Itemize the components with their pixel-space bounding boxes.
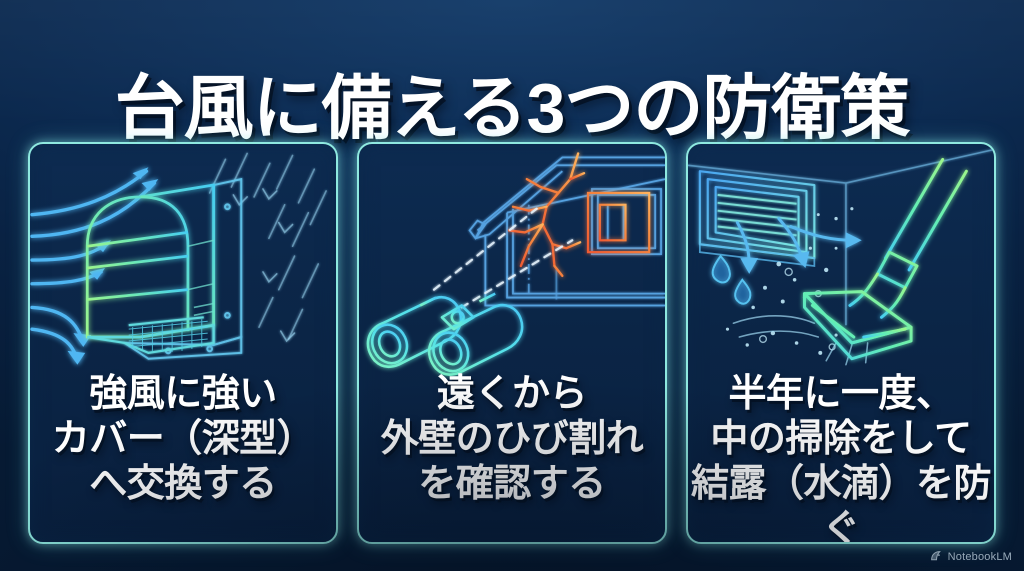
card-caption: 強風に強い カバー（深型） へ交換する — [51, 373, 315, 505]
card-caption: 遠くから 外壁のひび割れ を確認する — [380, 373, 644, 505]
watermark-label: NotebookLM — [947, 550, 1012, 563]
vacuum-cleaning-vent-condensation-icon — [688, 148, 994, 380]
watermark: NotebookLM — [930, 550, 1012, 563]
binoculars-wall-crack-inspection-icon — [359, 148, 665, 380]
card-vent-cleaning[interactable]: 半年に一度、 中の掃除をして 結露（水滴）を防ぐ — [686, 142, 996, 544]
card-wind-cover[interactable]: 強風に強い カバー（深型） へ交換する — [28, 142, 338, 544]
card-crack-inspection[interactable]: 遠くから 外壁のひび割れ を確認する — [357, 142, 667, 544]
page-title: 台風に備える3つの防衛策 — [114, 68, 911, 147]
card-grid: 強風に強い カバー（深型） へ交換する — [28, 142, 996, 544]
notebooklm-logo-icon — [930, 550, 943, 563]
card-caption: 半年に一度、 中の掃除をして 結露（水滴）を防ぐ — [690, 373, 992, 544]
wind-resistant-deep-vent-cover-icon — [30, 148, 336, 380]
